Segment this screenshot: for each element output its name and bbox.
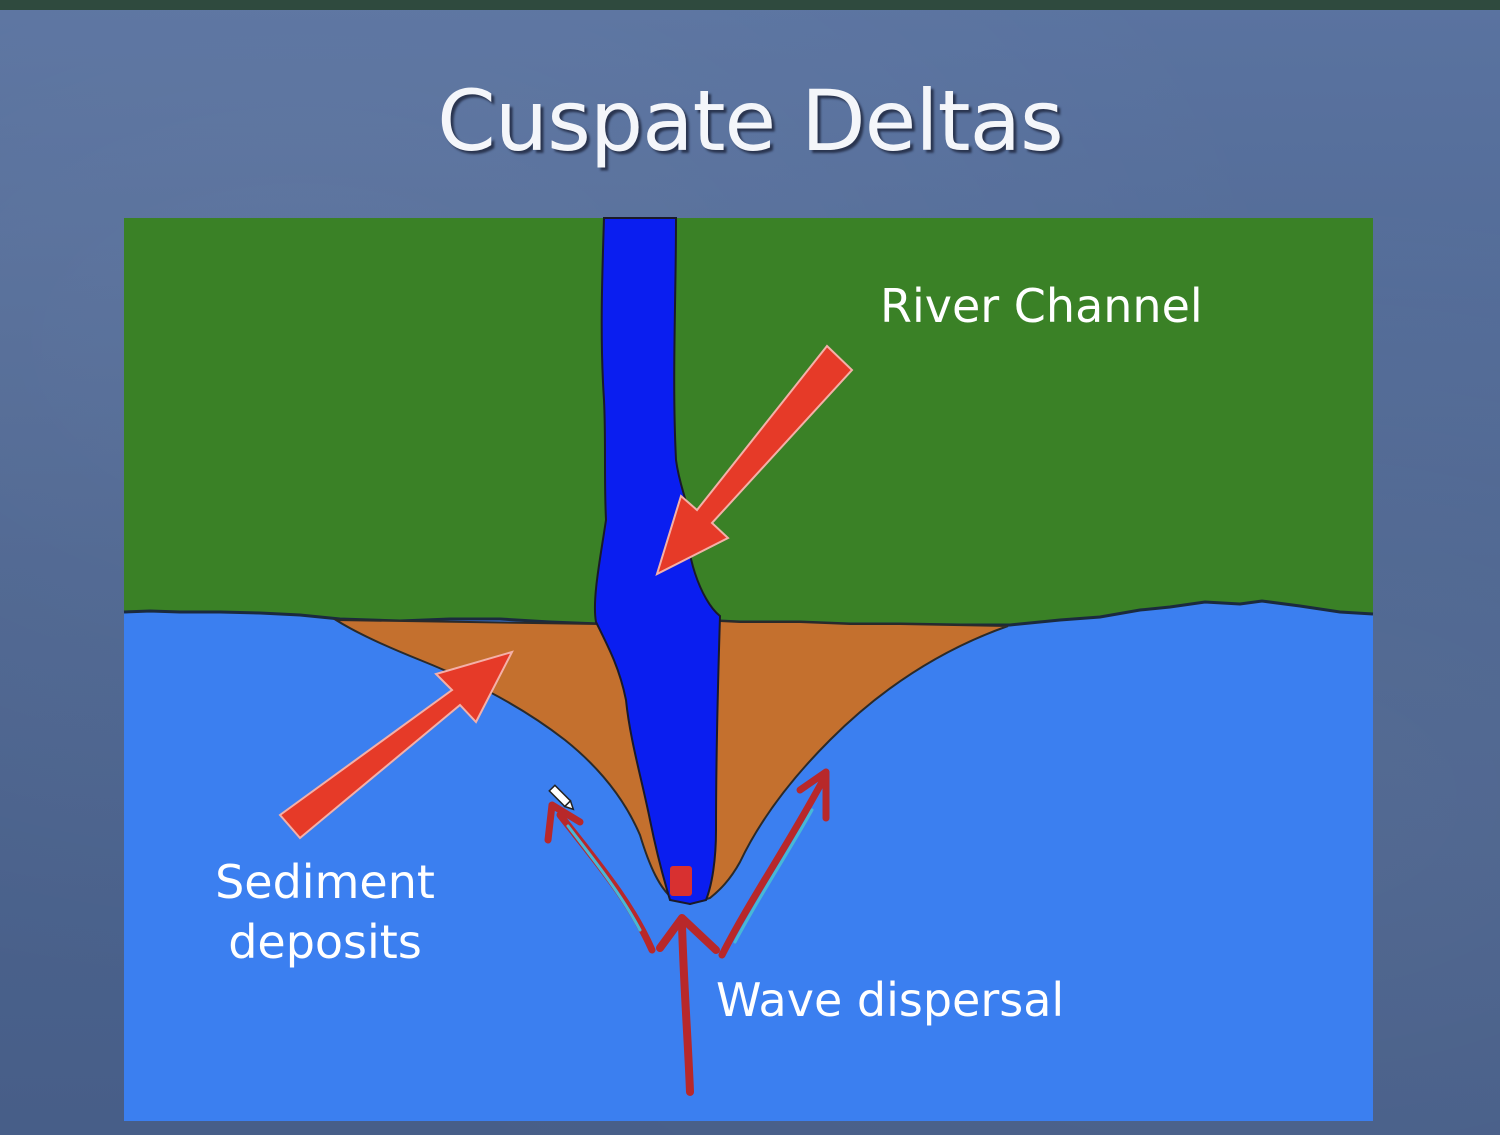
pencil-cursor-icon (548, 784, 575, 811)
sediment-deposits-label: Sediment deposits (200, 852, 450, 972)
river-mouth-mark (670, 866, 692, 896)
wave-arrow-right (718, 778, 826, 959)
window-top-strip (0, 0, 1500, 10)
wave-arrow-right-head (796, 768, 830, 822)
sediment-deposits-arrow (278, 650, 514, 840)
wave-arrow-center (678, 921, 694, 1096)
land-area (124, 218, 1373, 625)
wave-dispersal-arrows (544, 768, 830, 1096)
sediment-label-line2: deposits (228, 915, 422, 969)
river-channel-arrow (655, 344, 854, 576)
wave-arrow-center-head (656, 914, 720, 954)
sediment-label-line1: Sediment (215, 855, 435, 909)
wave-arrow-left-highlight (566, 824, 642, 932)
wave-dispersal-label: Wave dispersal (716, 973, 1065, 1027)
wave-arrow-left-head (544, 801, 584, 844)
wave-arrow-right-highlight (733, 808, 814, 944)
river-channel-label: River Channel (880, 279, 1203, 333)
slide-title: Cuspate Deltas (437, 72, 1064, 170)
